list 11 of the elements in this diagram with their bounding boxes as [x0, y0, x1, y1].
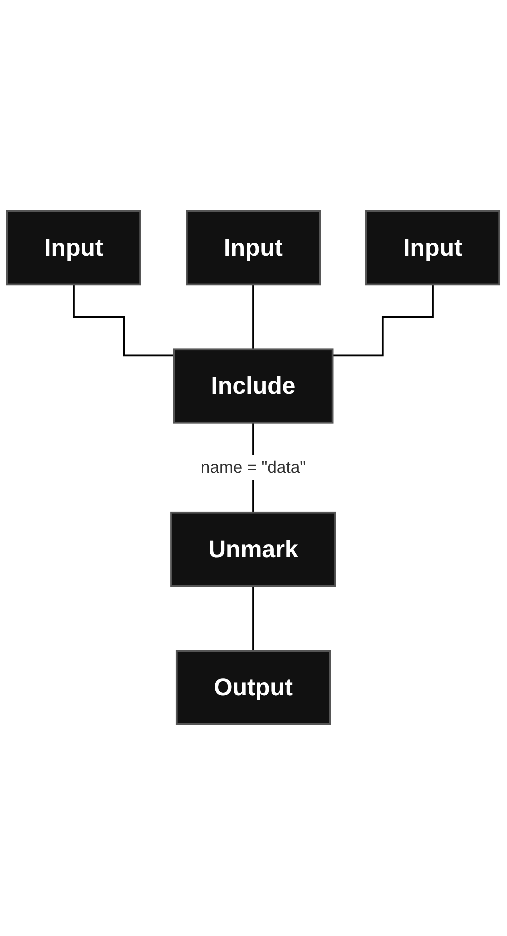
connector: [73, 284, 174, 357]
node-box: Input: [6, 210, 142, 286]
node-box: Unmark: [170, 512, 336, 588]
edge-label: name = "data": [200, 458, 306, 477]
connector: [252, 284, 254, 351]
node-box: Input: [186, 210, 321, 286]
connector: [252, 585, 254, 652]
connector: [332, 284, 434, 357]
node-box: Input: [366, 210, 500, 286]
node-box: Output: [176, 650, 332, 726]
node-box: Include: [173, 348, 334, 424]
